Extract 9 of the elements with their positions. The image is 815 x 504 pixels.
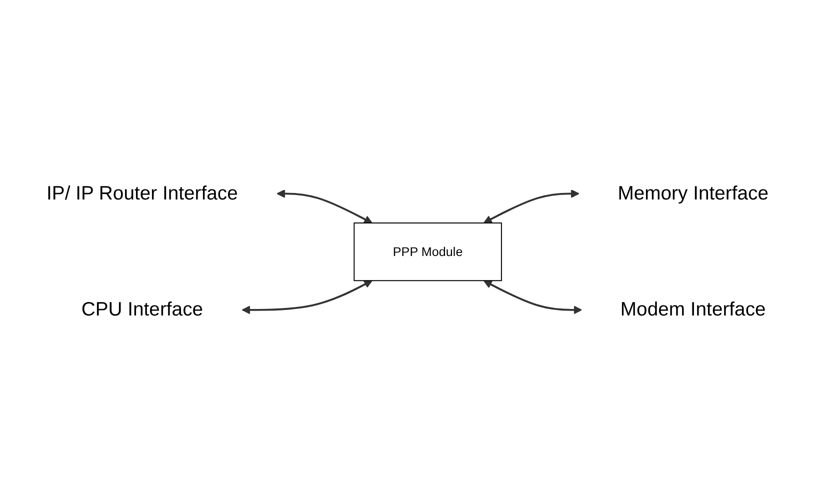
- node-text: CPU Interface: [81, 299, 204, 321]
- node-text: Modem Interface: [620, 299, 766, 321]
- node-text: Memory Interface: [618, 183, 768, 205]
- node-text: IP/ IP Router Interface: [46, 183, 238, 205]
- arrow: [484, 190, 580, 224]
- node-box: PPP Module: [354, 222, 502, 282]
- arrow: [276, 190, 372, 224]
- arrow: [484, 280, 582, 314]
- arrow: [242, 280, 372, 314]
